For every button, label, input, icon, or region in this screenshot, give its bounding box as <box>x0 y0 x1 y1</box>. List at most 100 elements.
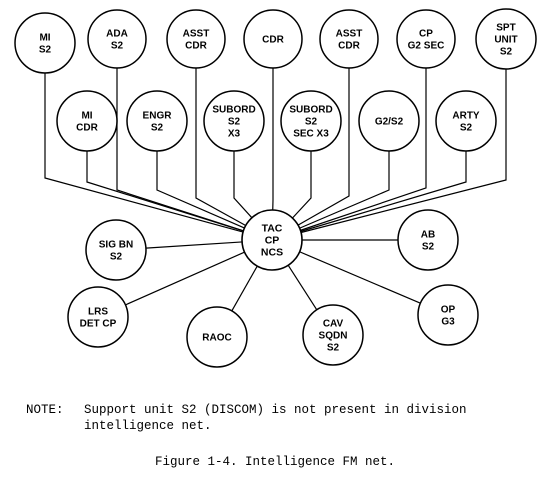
station-label-spt-unit-s2-line-2: UNIT <box>494 35 517 46</box>
station-circle-raoc <box>186 306 248 368</box>
link-engr-s2 <box>156 151 247 230</box>
station-circle-engr-s2 <box>126 90 188 152</box>
station-label-lrs-det-cp-line-2: DET CP <box>80 319 117 330</box>
station-circle-cp-g2-sec <box>396 9 456 69</box>
station-label-engr-s2-line-2: S2 <box>151 123 164 134</box>
station-circle-sig-bn-s2 <box>85 219 147 281</box>
hub-label-line-1: TAC <box>262 223 283 235</box>
station-label-ab-s2-line-1: AB <box>421 230 435 241</box>
station-label-subord-s2-sec-x3-line-2: S2 <box>305 117 318 128</box>
station-label-mi-cdr-line-2: CDR <box>76 123 98 134</box>
station-label-subord-s2-x3-line-1: SUBORD <box>212 105 255 116</box>
station-circle-subord-s2-x3 <box>203 90 265 152</box>
station-label-asst-cdr-1-line-1: ASST <box>183 29 210 40</box>
station-label-arty-s2-line-2: S2 <box>460 123 473 134</box>
station-circle-spt-unit-s2 <box>475 8 537 70</box>
station-label-sig-bn-s2-line-1: SIG BN <box>99 240 133 251</box>
station-label-asst-cdr-2-line-1: ASST <box>336 29 363 40</box>
station-raoc: RAOC <box>186 306 248 368</box>
hub-label-line-2: CP <box>265 235 280 247</box>
station-label-g2-s2-line-1: G2/S2 <box>375 117 404 128</box>
hub-label-line-3: NCS <box>261 247 283 259</box>
link-sig-bn-s2 <box>145 241 245 249</box>
station-label-cp-g2-sec-line-1: CP <box>419 29 433 40</box>
station-label-engr-s2-line-1: ENGR <box>143 111 173 122</box>
net-links <box>44 68 507 312</box>
station-circle-subord-s2-sec-x3 <box>280 90 342 152</box>
station-label-cp-g2-sec-line-2: G2 SEC <box>408 41 445 52</box>
station-label-sig-bn-s2-line-2: S2 <box>110 252 123 263</box>
figure-caption: Figure 1-4. Intelligence FM net. <box>154 455 396 469</box>
station-cdr: CDR <box>243 9 303 69</box>
station-circle-lrs-det-cp <box>67 286 129 348</box>
station-label-spt-unit-s2-line-3: S2 <box>500 47 513 58</box>
link-raoc <box>231 264 259 312</box>
station-label-spt-unit-s2-line-1: SPT <box>496 23 515 34</box>
station-circle-ab-s2 <box>397 209 459 271</box>
station-label-asst-cdr-1-line-2: CDR <box>185 41 207 52</box>
station-circle-asst-cdr-2 <box>319 9 379 69</box>
station-label-cav-sqdn-s2-line-2: SQDN <box>319 331 348 342</box>
station-label-mi-s2-line-2: S2 <box>39 45 52 56</box>
station-label-op-g3-line-1: OP <box>441 305 456 316</box>
link-mi-cdr <box>86 151 246 233</box>
link-asst-cdr-2 <box>296 68 350 227</box>
station-circle-mi-cdr <box>56 90 118 152</box>
station-label-raoc-line-1: RAOC <box>202 333 231 344</box>
station-label-mi-cdr-line-1: MI <box>81 111 92 122</box>
station-label-subord-s2-sec-x3-line-3: SEC X3 <box>293 129 329 140</box>
link-cav-sqdn-s2 <box>286 263 318 311</box>
station-label-cav-sqdn-s2-line-1: CAV <box>323 319 344 330</box>
station-label-ab-s2-line-2: S2 <box>422 242 435 253</box>
link-lrs-det-cp <box>125 250 247 306</box>
link-asst-cdr-1 <box>195 68 248 228</box>
station-circle-arty-s2 <box>435 90 497 152</box>
link-g2-s2 <box>297 151 390 230</box>
link-op-g3 <box>297 250 421 304</box>
station-label-subord-s2-sec-x3-line-1: SUBORD <box>289 105 332 116</box>
note-text-line-1: Support unit S2 (DISCOM) is not present … <box>84 403 467 417</box>
station-circle-asst-cdr-1 <box>166 9 226 69</box>
station-label-subord-s2-x3-line-3: X3 <box>228 129 241 140</box>
station-label-op-g3-line-2: G3 <box>441 317 455 328</box>
station-circle-g2-s2 <box>358 90 420 152</box>
station-label-cdr-line-1: CDR <box>262 35 284 46</box>
station-label-mi-s2-line-1: MI <box>39 33 50 44</box>
station-label-ada-s2-line-1: ADA <box>106 29 128 40</box>
station-circle-ada-s2 <box>87 9 147 69</box>
station-label-subord-s2-x3-line-2: S2 <box>228 117 241 128</box>
station-circle-cav-sqdn-s2 <box>302 304 364 366</box>
link-cp-g2-sec <box>298 68 427 232</box>
note-label: NOTE: <box>26 403 64 417</box>
station-label-asst-cdr-2-line-2: CDR <box>338 41 360 52</box>
station-circle-mi-s2 <box>14 12 76 74</box>
station-circle-op-g3 <box>417 284 479 346</box>
note-text-line-2: intelligence net. <box>84 419 212 433</box>
link-subord-s2-sec-x3 <box>290 151 312 220</box>
station-label-lrs-det-cp-line-1: LRS <box>88 307 108 318</box>
link-arty-s2 <box>298 151 467 233</box>
station-label-ada-s2-line-2: S2 <box>111 41 124 52</box>
station-label-arty-s2-line-1: ARTY <box>452 111 480 122</box>
station-circle-cdr <box>243 9 303 69</box>
link-mi-s2 <box>44 73 246 234</box>
link-subord-s2-x3 <box>233 151 254 220</box>
link-spt-unit-s2 <box>298 69 507 234</box>
